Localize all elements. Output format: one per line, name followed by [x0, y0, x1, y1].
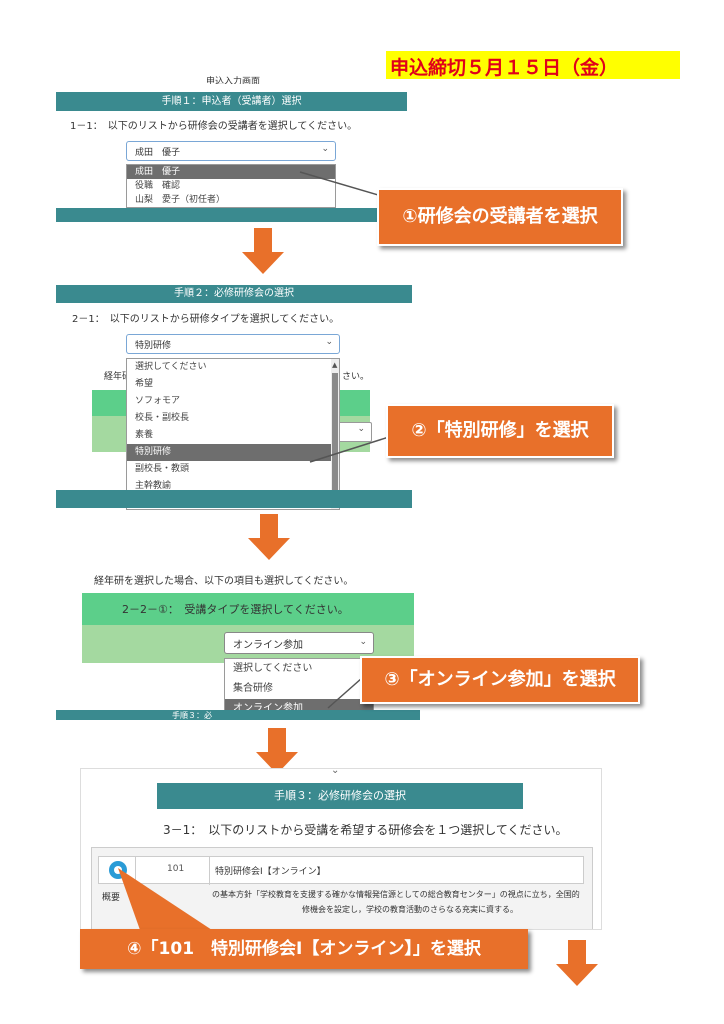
down-arrow-icon	[556, 940, 598, 986]
step1-option[interactable]: 成田 優子	[127, 165, 335, 179]
step2-option[interactable]: 素養	[135, 430, 154, 440]
step2b-option[interactable]: 選択してください	[233, 663, 313, 674]
chevron-down-icon: ⌄	[359, 637, 367, 647]
step2b-note: 経年研を選択した場合、以下の項目も選択してください。	[94, 576, 354, 587]
step2b-panel: 経年研を選択した場合、以下の項目も選択してください。 2－2－①： 受講タイプを…	[56, 568, 420, 720]
deadline-text: 申込締切５月１５日（金）	[390, 57, 619, 79]
step2-option[interactable]: 選択してください	[135, 362, 207, 372]
step1-header: 手順１：申込者（受講者）選択	[56, 92, 407, 111]
step1-footer-bar	[56, 208, 407, 222]
summary-line-1: の基本方針「学校教育を支援する確かな情報発信源としての総合教育センター」の視点に…	[212, 890, 580, 899]
step2b-select[interactable]: オンライン参加 ⌄	[224, 632, 374, 654]
callout-4: ④「101 特別研修会Ⅰ【オンライン】」を選択	[80, 929, 528, 969]
step3-table: 101 特別研修会Ⅰ【オンライン】 概要 の基本方針「学校教育を支援する確かな情…	[91, 847, 593, 929]
step2-header: 手順２：必修研修会の選択	[56, 285, 412, 303]
step2b-bottom-text: 手順３：必	[172, 711, 212, 720]
radio-dot	[114, 866, 122, 874]
row-title: 特別研修会Ⅰ【オンライン】	[215, 867, 326, 877]
step1-select-value: 成田 優子	[135, 148, 181, 158]
step3-instruction: 3－1： 以下のリストから受講を希望する研修会を１つ選択してください。	[163, 823, 568, 837]
step2b-footer-bar: 手順３：必	[56, 710, 420, 720]
scrollbar-up-icon: ▲	[332, 361, 338, 369]
step3-header: 手順３：必修研修会の選択	[157, 783, 523, 809]
down-arrow-icon	[242, 228, 284, 274]
callout-1: ①研修会の受講者を選択	[377, 188, 623, 246]
step2-instruction: 2－1： 以下のリストから研修タイプを選択してください。	[72, 314, 340, 325]
scrollbar[interactable]: ▲	[331, 359, 339, 509]
deadline-banner: 申込締切５月１５日（金）	[386, 51, 680, 79]
chevron-down-icon: ⌄	[321, 144, 329, 154]
step1-select[interactable]: 成田 優子 ⌄	[126, 141, 336, 161]
step2-side-right: さい。	[342, 372, 370, 382]
chevron-down-icon: ⌄	[357, 424, 365, 434]
step2-select-value: 特別研修	[135, 341, 172, 351]
step2b-select-value: オンライン参加	[233, 640, 303, 651]
callout-3: ③「オンライン参加」を選択	[360, 656, 640, 704]
step1-option[interactable]: 役職 確認	[135, 181, 181, 191]
step2-option[interactable]: 主幹教諭	[135, 481, 172, 491]
step1-option[interactable]: 山梨 愛子（初任者）	[135, 195, 226, 205]
step1-caption: 申込入力画面	[206, 77, 261, 87]
summary-line-2b: 修機会を設定し，学校の教育活動のさらなる充実に資する。	[302, 905, 518, 914]
down-arrow-icon	[248, 514, 290, 560]
step2-dropdown: 選択してください 希望 ソフォモア 校長・副校長 素養 特別研修 副校長・教頭 …	[126, 358, 340, 510]
step2-panel: 手順２：必修研修会の選択 2－1： 以下のリストから研修タイプを選択してください…	[50, 282, 418, 510]
down-arrow-icon	[256, 728, 298, 774]
step2-footer-bar	[56, 490, 412, 508]
step2-option[interactable]: 希望	[135, 379, 154, 389]
step1-instruction: 1－1： 以下のリストから研修会の受講者を選択してください。	[70, 121, 358, 132]
step2-select[interactable]: 特別研修 ⌄	[126, 334, 340, 354]
table-row[interactable]: 101 特別研修会Ⅰ【オンライン】	[98, 856, 584, 885]
step2-side-left: 経年研	[104, 372, 132, 382]
step2b-option[interactable]: 集合研修	[233, 683, 273, 694]
step2-option[interactable]: 特別研修	[127, 444, 339, 461]
chevron-down-icon: ⌄	[325, 337, 333, 347]
row-number: 101	[167, 864, 185, 874]
step2b-subheader: 2－2－①： 受講タイプを選択してください。	[122, 603, 349, 616]
callout-2: ②「特別研修」を選択	[386, 404, 614, 458]
col-divider	[135, 857, 136, 885]
small-chevron-icon: ⌄	[331, 768, 340, 776]
summary-label: 概要	[102, 893, 121, 903]
scrollbar-thumb[interactable]	[332, 373, 338, 507]
step2-option[interactable]: 副校長・教頭	[135, 464, 190, 474]
step2b-green-bar: 2－2－①： 受講タイプを選択してください。	[82, 593, 414, 625]
step1-panel: 手順１：申込者（受講者）選択 1－1： 以下のリストから研修会の受講者を選択して…	[50, 84, 418, 232]
col-divider	[209, 857, 210, 885]
step2-option[interactable]: 校長・副校長	[135, 413, 190, 423]
step2-option[interactable]: ソフォモア	[135, 396, 181, 406]
step1-dropdown: 成田 優子 役職 確認 山梨 愛子（初任者）	[126, 164, 336, 208]
